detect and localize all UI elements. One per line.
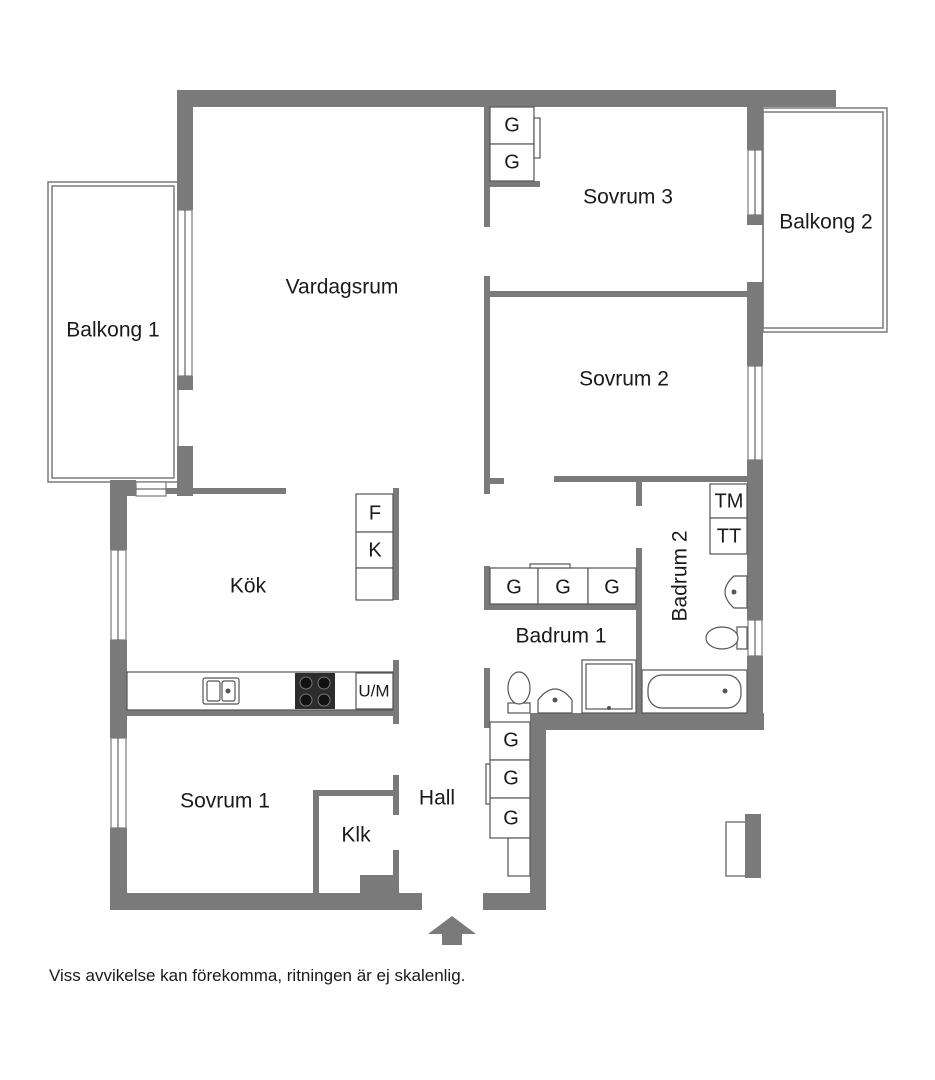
room-label-hall: Hall bbox=[419, 787, 455, 810]
room-label-balkong-1: Balkong 1 bbox=[66, 319, 159, 342]
disclaimer-text: Viss avvikelse kan förekomma, ritningen … bbox=[49, 966, 466, 985]
wardrobe-label: G bbox=[506, 576, 522, 598]
wardrobe-label: G bbox=[504, 151, 520, 173]
exterior-walls bbox=[110, 90, 836, 910]
wardrobe-label: G bbox=[503, 767, 519, 789]
room-label-klk: Klk bbox=[341, 824, 371, 847]
fridge-freezer: F K bbox=[355, 488, 399, 601]
room-label-sovrum-2: Sovrum 2 bbox=[579, 368, 669, 391]
room-label-sovrum-3: Sovrum 3 bbox=[583, 186, 673, 209]
wardrobes-sovrum-3: G G bbox=[489, 106, 541, 182]
shower-icon bbox=[581, 659, 637, 714]
washbasin-icon bbox=[537, 688, 573, 714]
interior-walls bbox=[127, 107, 747, 895]
room-label-sovrum-1: Sovrum 1 bbox=[180, 790, 270, 813]
toilet-icon bbox=[507, 671, 531, 714]
dryer-label: TT bbox=[717, 525, 741, 547]
fridge-label: F bbox=[369, 502, 381, 524]
washbasin-icon bbox=[724, 575, 748, 609]
badrum-1-fixtures bbox=[507, 659, 637, 714]
room-label-balkong-2: Balkong 2 bbox=[779, 211, 872, 234]
room-label-badrum-1: Badrum 1 bbox=[515, 625, 606, 648]
wardrobes-hall: G G G bbox=[485, 721, 531, 877]
wardrobe-label: G bbox=[555, 576, 571, 598]
wardrobe-label: G bbox=[604, 576, 620, 598]
north-marker-icon bbox=[725, 814, 761, 878]
stove-icon bbox=[295, 673, 335, 709]
wardrobes-hallway: G G G bbox=[489, 563, 637, 605]
wardrobe-label: G bbox=[503, 807, 519, 829]
wardrobe-label: G bbox=[503, 729, 519, 751]
room-label-vardagsrum: Vardagsrum bbox=[286, 276, 399, 299]
entrance-arrow-icon bbox=[428, 916, 476, 945]
dishwasher-label: U/M bbox=[358, 681, 389, 700]
bathtub-icon bbox=[641, 669, 748, 714]
toilet-icon bbox=[705, 626, 748, 650]
freezer-label: K bbox=[368, 539, 382, 561]
wardrobe-label: G bbox=[504, 114, 520, 136]
washer-label: TM bbox=[715, 490, 744, 512]
windows bbox=[110, 149, 763, 829]
floor-plan: G G F K U/M bbox=[47, 90, 888, 945]
badrum-2-fixtures: TM TT bbox=[641, 483, 748, 714]
room-label-kok: Kök bbox=[230, 575, 267, 598]
room-label-badrum-2: Badrum 2 bbox=[669, 530, 692, 621]
sink-icon bbox=[202, 677, 240, 705]
kitchen-counter: U/M bbox=[126, 671, 394, 711]
